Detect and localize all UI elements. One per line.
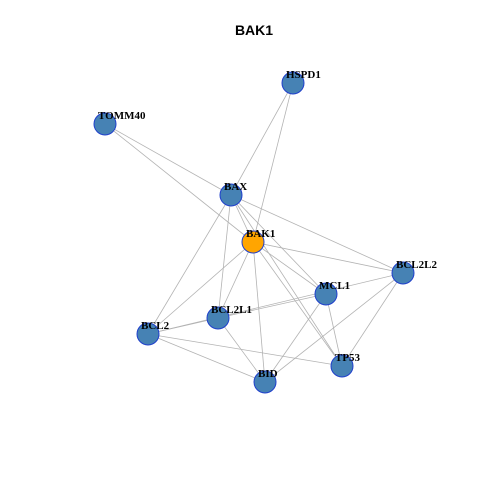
edge-bak1-mcl1 xyxy=(252,241,327,295)
edge-bak1-bcl2l2 xyxy=(252,241,404,274)
node-label-bak1: BAK1 xyxy=(246,228,275,240)
node-bcl2l2 xyxy=(391,261,415,285)
node-label-bcl2l2: BCL2L2 xyxy=(396,259,437,271)
nodes-layer xyxy=(93,71,415,394)
edge-mcl1-bcl2l1 xyxy=(217,293,327,319)
node-tp53 xyxy=(330,354,354,378)
node-bcl2l1 xyxy=(206,306,230,330)
node-label-tp53: TP53 xyxy=(335,352,361,364)
edge-bcl2l1-bcl2 xyxy=(147,317,219,335)
edge-bak1-bid xyxy=(252,241,266,383)
graph-title: BAK1 xyxy=(235,22,273,38)
edge-tomm40-bax xyxy=(104,123,232,196)
node-label-bcl2l1: BCL2L1 xyxy=(211,304,252,316)
edge-bcl2l2-bcl2 xyxy=(147,272,404,335)
node-label-bid: BID xyxy=(258,368,278,380)
edge-bcl2l2-tp53 xyxy=(341,272,404,367)
edge-mcl1-bid xyxy=(264,293,327,383)
edge-bcl2l1-bid xyxy=(217,317,266,383)
edges-layer xyxy=(104,82,404,383)
edge-bax-mcl1 xyxy=(230,194,327,295)
edge-bax-bcl2l2 xyxy=(230,194,404,274)
edge-hspd1-bax xyxy=(230,82,294,196)
node-mcl1 xyxy=(314,282,338,306)
edge-bcl2-tp53 xyxy=(147,333,343,367)
node-label-mcl1: MCL1 xyxy=(319,280,350,292)
node-bak1 xyxy=(241,230,265,254)
edge-bak1-tp53 xyxy=(252,241,343,367)
edge-bcl2l2-bid xyxy=(264,272,404,383)
edge-bax-tp53 xyxy=(230,194,343,367)
node-label-tomm40: TOMM40 xyxy=(98,110,146,122)
edge-mcl1-tp53 xyxy=(325,293,343,367)
edge-bcl2-bid xyxy=(147,333,266,383)
node-label-bax: BAX xyxy=(224,181,247,193)
node-label-bcl2: BCL2 xyxy=(141,320,170,332)
edge-bax-bcl2 xyxy=(147,194,232,335)
node-tomm40 xyxy=(93,112,117,136)
edge-bax-bcl2l1 xyxy=(217,194,232,319)
edge-bak1-bcl2l1 xyxy=(217,241,254,319)
edge-bak1-bcl2 xyxy=(147,241,254,335)
node-label-hspd1: HSPD1 xyxy=(286,69,321,81)
node-hspd1 xyxy=(281,71,305,95)
node-bid xyxy=(253,370,277,394)
node-bcl2 xyxy=(136,322,160,346)
node-bax xyxy=(219,183,243,207)
edge-hspd1-bak1 xyxy=(252,82,294,243)
